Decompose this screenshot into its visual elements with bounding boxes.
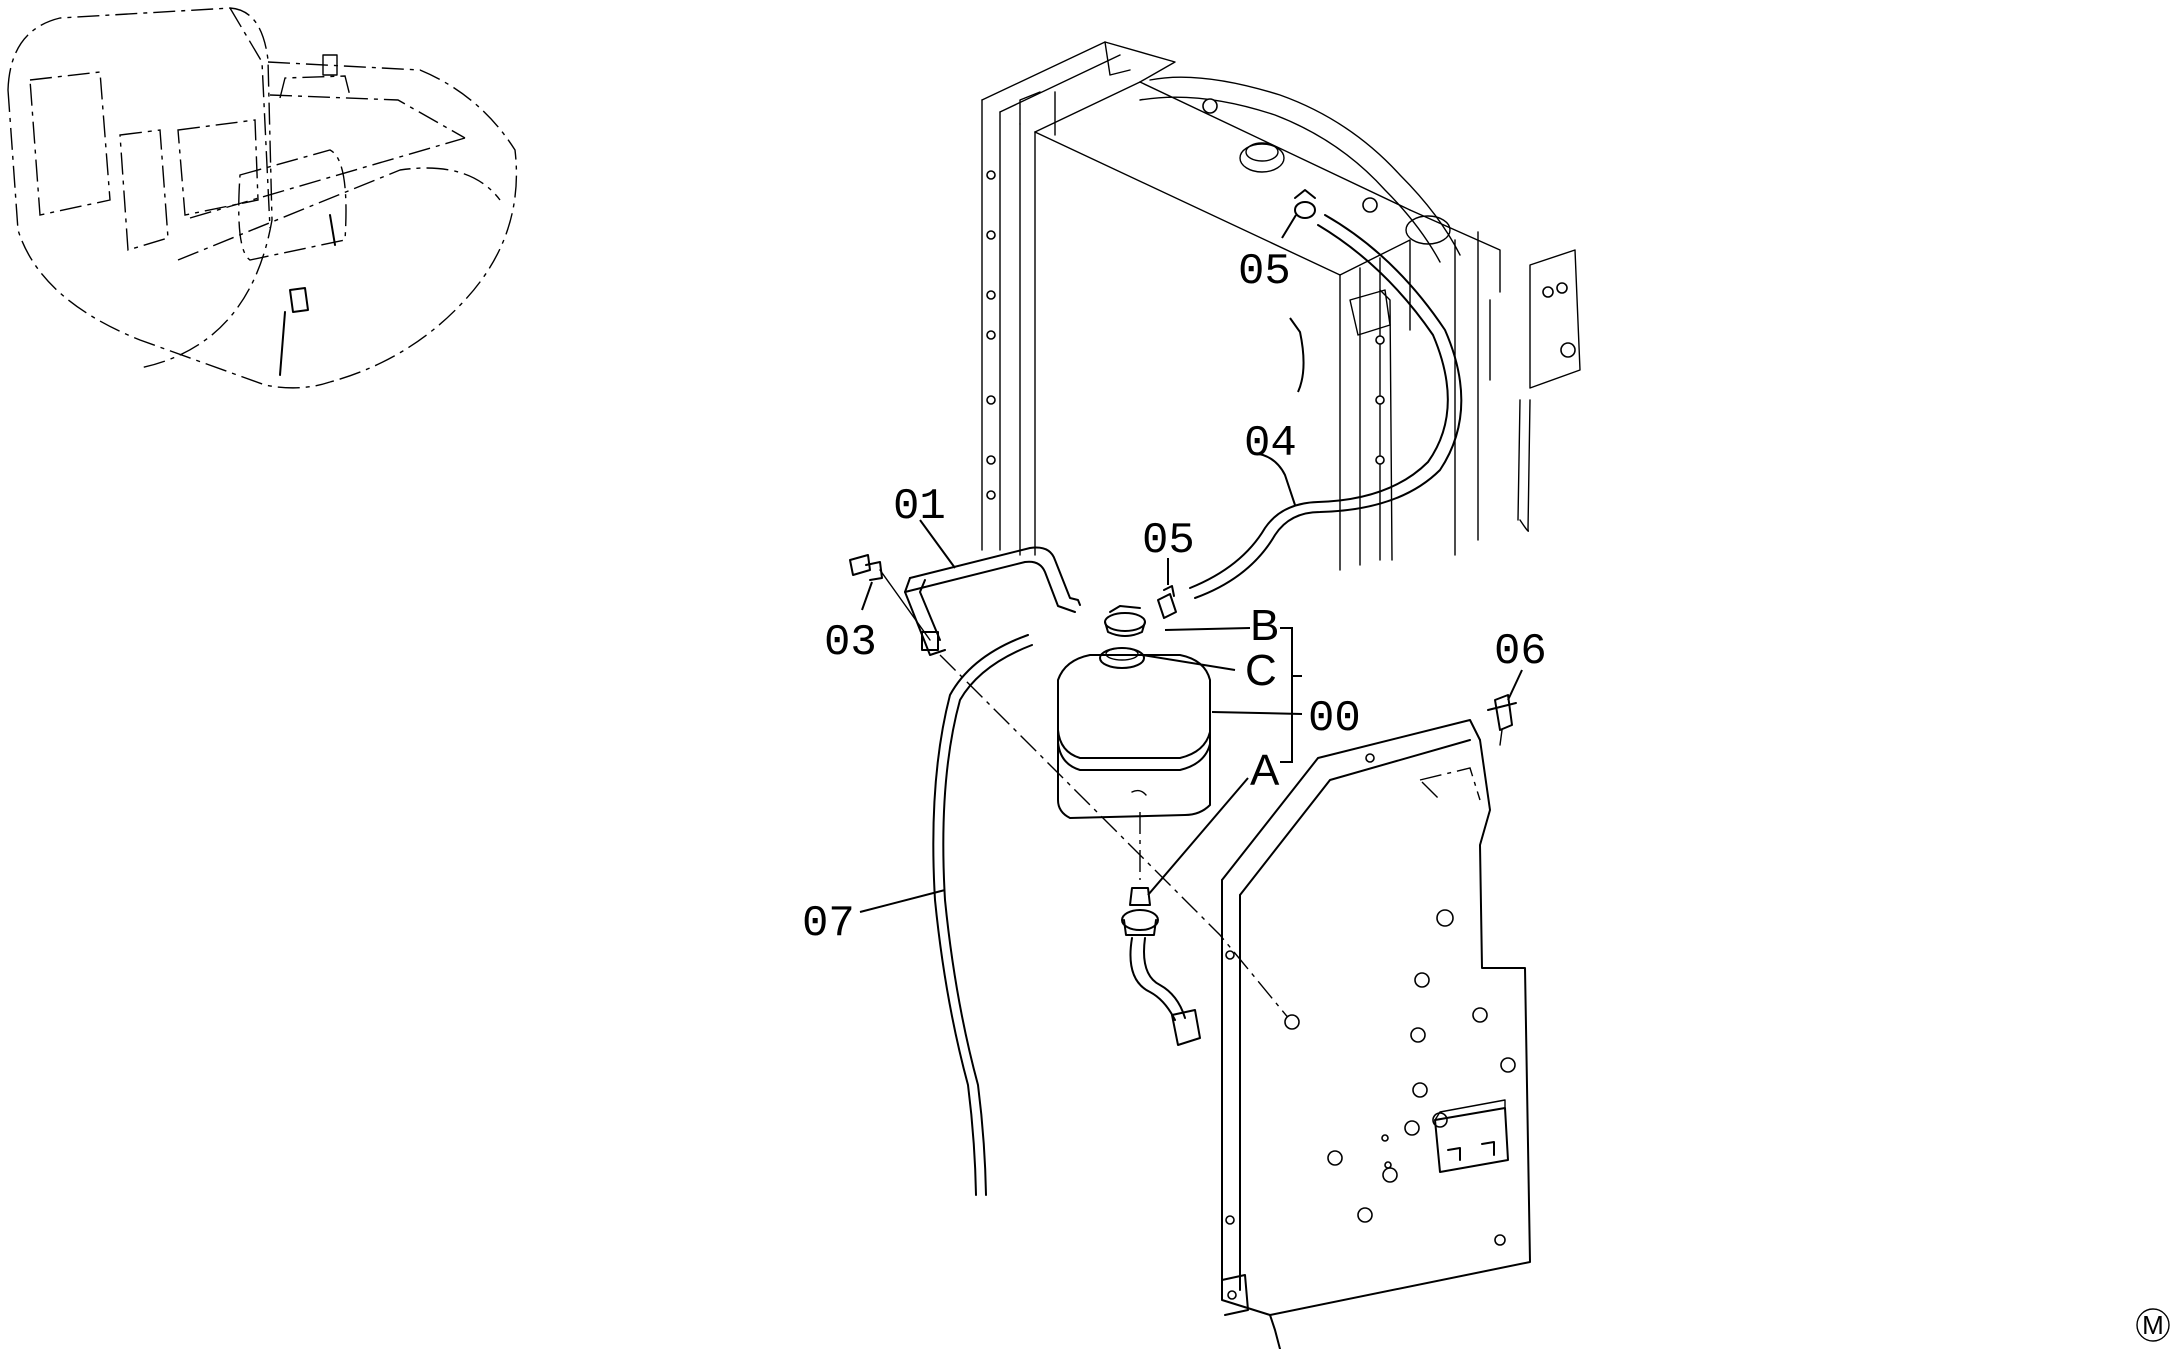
callout-letter-c: C	[1245, 646, 1277, 695]
corner-m-mark: M	[2136, 1308, 2170, 1342]
excavator-locator-view	[7, 7, 518, 389]
drain-hose-07	[932, 634, 1033, 1196]
radiator-assembly	[981, 41, 1581, 571]
clamp-06	[1487, 694, 1517, 746]
corner-m-text: M	[2142, 1310, 2164, 1340]
leader-lines	[859, 214, 1523, 913]
bolt-lower	[1284, 1014, 1300, 1030]
callout-letter-a: A	[1250, 746, 1280, 795]
callout-04: 04	[1244, 419, 1297, 469]
callout-06: 06	[1494, 627, 1547, 677]
overflow-hose-04	[1189, 214, 1463, 599]
callout-01: 01	[893, 482, 946, 532]
level-sensor-a	[1121, 812, 1201, 1046]
tank-bracket-01	[904, 546, 1081, 656]
callout-00: 00	[1308, 694, 1361, 744]
callout-05-mid: 05	[1142, 516, 1195, 566]
hose-clip-05-mid	[1157, 585, 1177, 619]
hose-clip-05-top	[1294, 189, 1316, 219]
side-cover-panel	[1221, 719, 1531, 1349]
callout-07: 07	[802, 899, 855, 949]
callout-03: 03	[824, 618, 877, 668]
callout-letter-b: B	[1250, 601, 1279, 650]
bolt-03	[849, 554, 931, 641]
reserve-tank-00	[1057, 605, 1211, 819]
assembly-line-bracket	[939, 654, 1291, 1021]
callout-05-top: 05	[1238, 247, 1291, 297]
